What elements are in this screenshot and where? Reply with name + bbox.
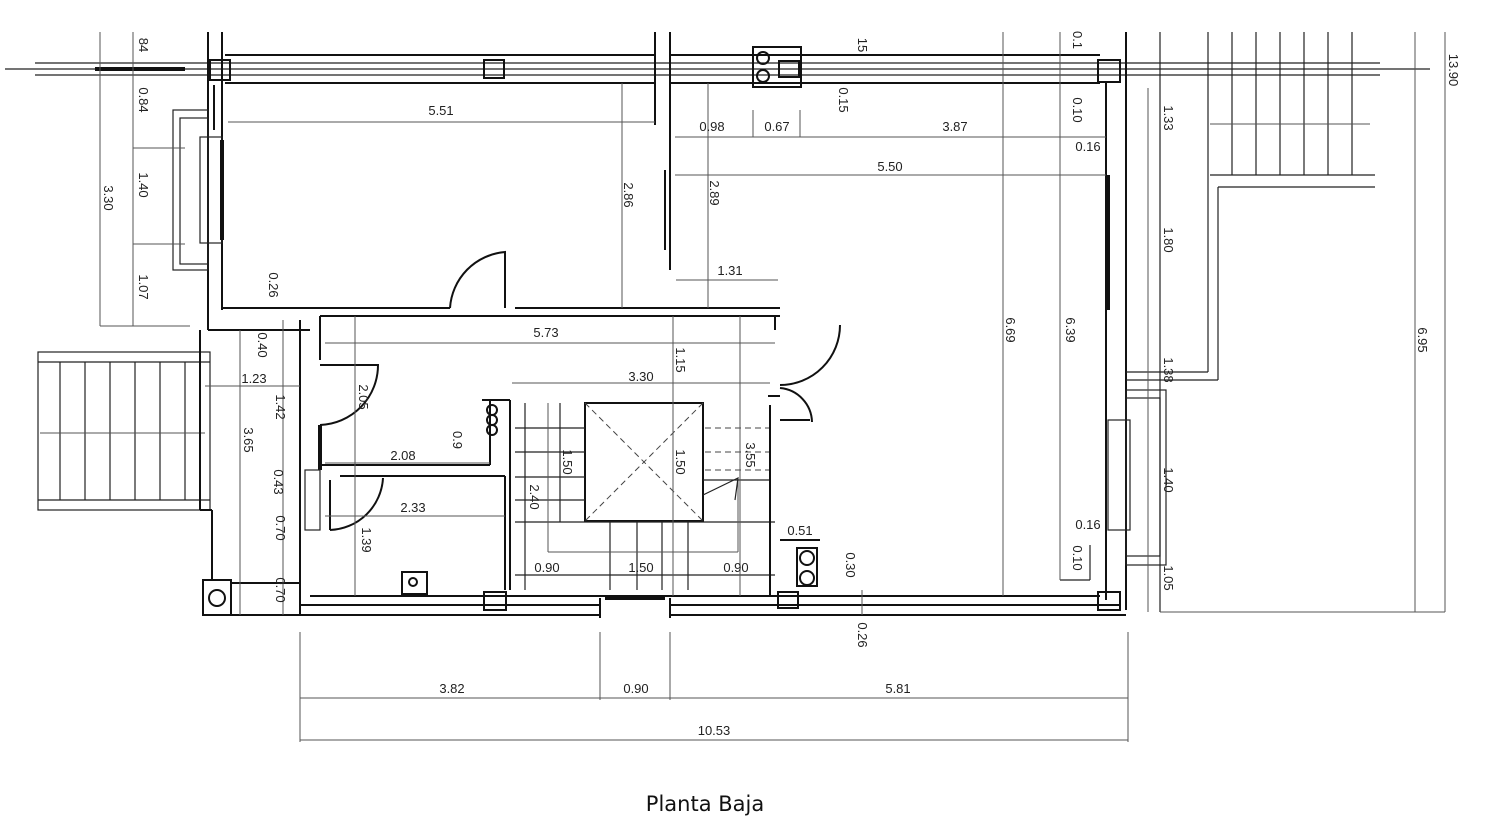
dim-label: 0.30 xyxy=(843,552,858,577)
dim-label: 0.26 xyxy=(855,622,870,647)
walls xyxy=(5,32,1430,618)
dim-label: 6.69 xyxy=(1003,317,1018,342)
dim-label: 1.50 xyxy=(628,560,653,575)
dim-label: 2.86 xyxy=(621,182,636,207)
dim-label: 5.50 xyxy=(877,159,902,174)
dim-label: 0.26 xyxy=(266,272,281,297)
dim-label: 2.89 xyxy=(707,180,722,205)
dim-label: 6.39 xyxy=(1063,317,1078,342)
dim-label: 0.90 xyxy=(534,560,559,575)
dim-label: 10.53 xyxy=(698,723,731,738)
dimension-labels-vertical: 84 0.84 1.40 3.30 1.07 0.26 2.86 2.89 15… xyxy=(101,31,1461,648)
dim-label: 5.73 xyxy=(533,325,558,340)
dim-label: 3.65 xyxy=(241,427,256,452)
dim-label: 1.39 xyxy=(359,527,374,552)
dim-label: 5.81 xyxy=(885,681,910,696)
dim-label: 0.51 xyxy=(787,523,812,538)
dim-label: 3.30 xyxy=(101,185,116,210)
dim-label: 1.38 xyxy=(1161,357,1176,382)
dim-label: 3.30 xyxy=(628,369,653,384)
dim-label: 6.95 xyxy=(1415,327,1430,352)
dim-label: 2.40 xyxy=(527,484,542,509)
dim-label: 1.80 xyxy=(1161,227,1176,252)
dim-label: 1.31 xyxy=(717,263,742,278)
dim-label: 2.08 xyxy=(390,448,415,463)
dim-label: 0.70 xyxy=(273,515,288,540)
dim-label: 0.70 xyxy=(273,577,288,602)
dim-label: 1.50 xyxy=(560,449,575,474)
dim-label: 0.98 xyxy=(699,119,724,134)
dim-label: 1.33 xyxy=(1161,105,1176,130)
dim-label: 0.1 xyxy=(1070,31,1085,49)
dim-label: 15 xyxy=(855,38,870,52)
dim-label: 3.82 xyxy=(439,681,464,696)
dim-label: 0.90 xyxy=(723,560,748,575)
dim-label: 0.16 xyxy=(1075,517,1100,532)
dim-label: 0.10 xyxy=(1070,545,1085,570)
dim-label: 0.90 xyxy=(623,681,648,696)
dim-label: 1.23 xyxy=(241,371,266,386)
dimension-labels-horizontal: 5.51 0.98 0.67 3.87 0.16 5.50 1.31 5.73 … xyxy=(241,103,1100,738)
dim-label: 0.16 xyxy=(1075,139,1100,154)
dim-label: 0.9 xyxy=(450,431,465,449)
dim-label: 3.87 xyxy=(942,119,967,134)
dim-label: 0.15 xyxy=(836,87,851,112)
dim-label: 0.10 xyxy=(1070,97,1085,122)
dim-label: 0.43 xyxy=(271,469,286,494)
dim-label: 0.40 xyxy=(255,332,270,357)
dim-label: 0.84 xyxy=(136,87,151,112)
dim-label: 2.33 xyxy=(400,500,425,515)
dim-label: 1.07 xyxy=(136,274,151,299)
dim-label: 1.05 xyxy=(1161,565,1176,590)
dim-label: 13.90 xyxy=(1446,54,1461,87)
dim-label: 84 xyxy=(136,38,151,52)
dim-label: 1.50 xyxy=(673,449,688,474)
dimension-lines xyxy=(99,32,1446,742)
dim-label: 5.51 xyxy=(428,103,453,118)
dim-label: 0.67 xyxy=(764,119,789,134)
dim-label: 3.55 xyxy=(743,442,758,467)
dim-label: 1.42 xyxy=(273,394,288,419)
dim-label: 1.15 xyxy=(673,347,688,372)
plan-title: Planta Baja xyxy=(645,792,765,816)
dim-label: 2.05 xyxy=(356,384,371,409)
dim-label: 1.40 xyxy=(136,172,151,197)
dim-label: 1.40 xyxy=(1161,467,1176,492)
